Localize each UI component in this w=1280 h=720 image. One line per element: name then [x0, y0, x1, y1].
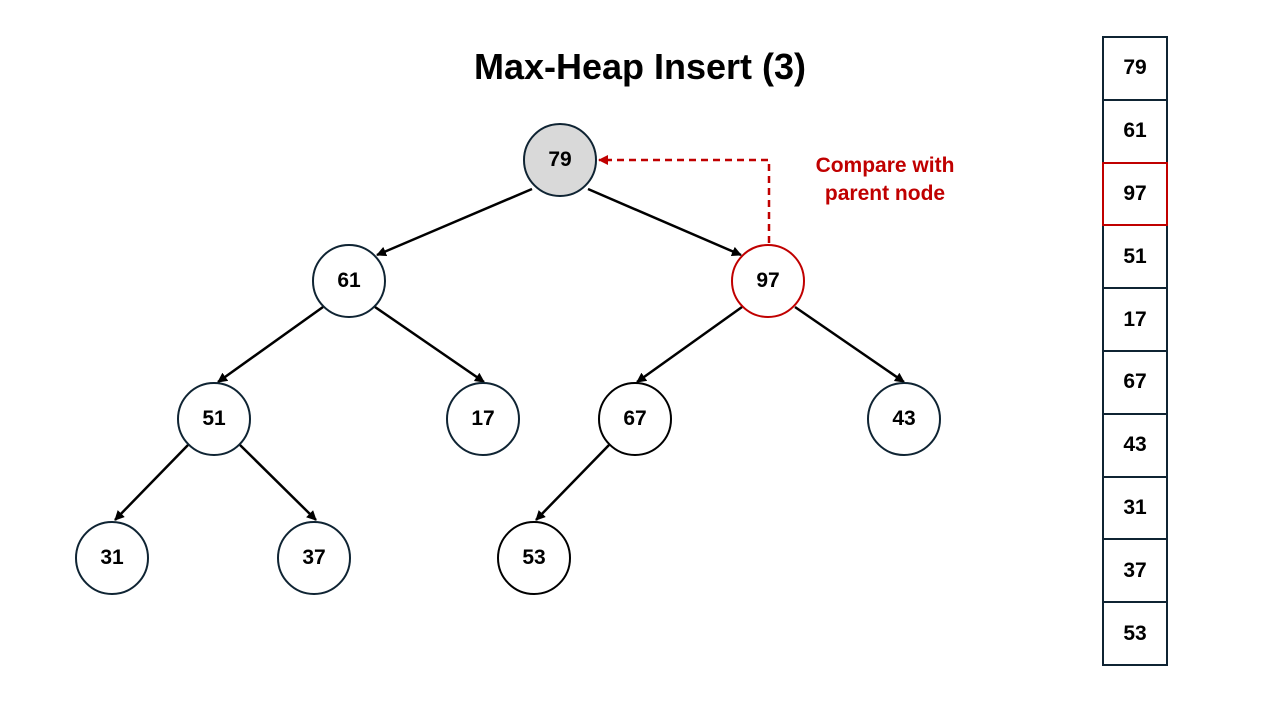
annotation-line-1: Compare with — [815, 154, 955, 177]
edge-67-53 — [535, 444, 610, 521]
node-level3-c: 53 — [497, 521, 571, 595]
node-value: 53 — [522, 546, 546, 569]
node-inserted: 97 — [731, 244, 805, 318]
array-cell: 79 — [1102, 36, 1168, 101]
array-cell: 53 — [1102, 601, 1168, 666]
array-cell: 61 — [1102, 98, 1168, 164]
node-level2-c: 67 — [598, 382, 672, 456]
node-value: 67 — [623, 407, 647, 430]
edge-97-43 — [794, 305, 905, 384]
node-level2-a: 51 — [177, 382, 251, 456]
page-title: Max-Heap Insert (3) — [473, 46, 807, 87]
comparison-annotation: Compare with parent node — [790, 152, 980, 208]
node-value: 97 — [756, 269, 780, 292]
edge-61-17 — [374, 305, 485, 384]
edge-79-97 — [587, 187, 742, 257]
array-cell: 67 — [1102, 349, 1168, 415]
node-level3-b: 37 — [277, 521, 351, 595]
edge-79-61 — [376, 187, 533, 257]
node-level2-b: 17 — [446, 382, 520, 456]
edge-51-31 — [114, 444, 189, 521]
array-cell-highlighted: 97 — [1102, 161, 1168, 227]
heap-array: 79 61 97 51 17 67 43 31 37 53 — [1102, 36, 1168, 666]
comparison-arrow — [598, 155, 771, 243]
edge-97-67 — [636, 305, 743, 384]
node-level2-d: 43 — [867, 382, 941, 456]
node-value: 31 — [100, 546, 124, 569]
node-value: 43 — [892, 407, 916, 430]
node-level3-a: 31 — [75, 521, 149, 595]
array-cell: 37 — [1102, 538, 1168, 604]
node-value: 51 — [202, 407, 226, 430]
array-cell: 51 — [1102, 224, 1168, 290]
edge-51-37 — [239, 444, 317, 521]
edge-61-51 — [217, 305, 324, 384]
array-cell: 17 — [1102, 287, 1168, 352]
node-value: 79 — [548, 148, 572, 171]
annotation-line-2: parent node — [824, 182, 946, 205]
node-value: 37 — [302, 546, 326, 569]
node-value: 17 — [471, 407, 495, 430]
node-value: 61 — [337, 269, 361, 292]
node-left-child: 61 — [312, 244, 386, 318]
array-cell: 31 — [1102, 475, 1168, 541]
node-root: 79 — [523, 123, 597, 197]
array-cell: 43 — [1102, 412, 1168, 478]
